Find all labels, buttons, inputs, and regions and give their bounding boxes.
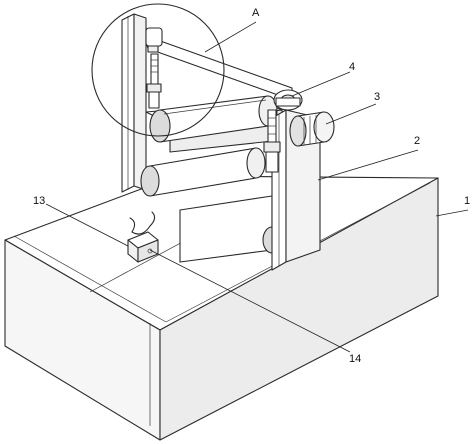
label-A: A [252, 7, 260, 19]
label-3: 3 [374, 91, 380, 103]
detail-circle-A [91, 3, 225, 137]
leader-lines [45, 21, 469, 353]
bearing-block-4 [273, 89, 303, 111]
right-adjust-screw [263, 109, 281, 173]
motor-3 [289, 111, 335, 147]
reference-labels: A 1 2 3 4 13 14 [33, 7, 470, 365]
middle-roller [140, 147, 266, 197]
label-4: 4 [349, 61, 355, 73]
left-adjust-screw [146, 53, 162, 109]
label-1: 1 [464, 195, 470, 207]
label-2: 2 [414, 135, 420, 147]
left-frame-plate [121, 13, 147, 193]
upper-roller [149, 95, 278, 143]
base-side-face [159, 177, 439, 441]
label-13: 13 [33, 195, 45, 207]
top-shaft [145, 27, 293, 101]
label-14: 14 [349, 353, 361, 365]
